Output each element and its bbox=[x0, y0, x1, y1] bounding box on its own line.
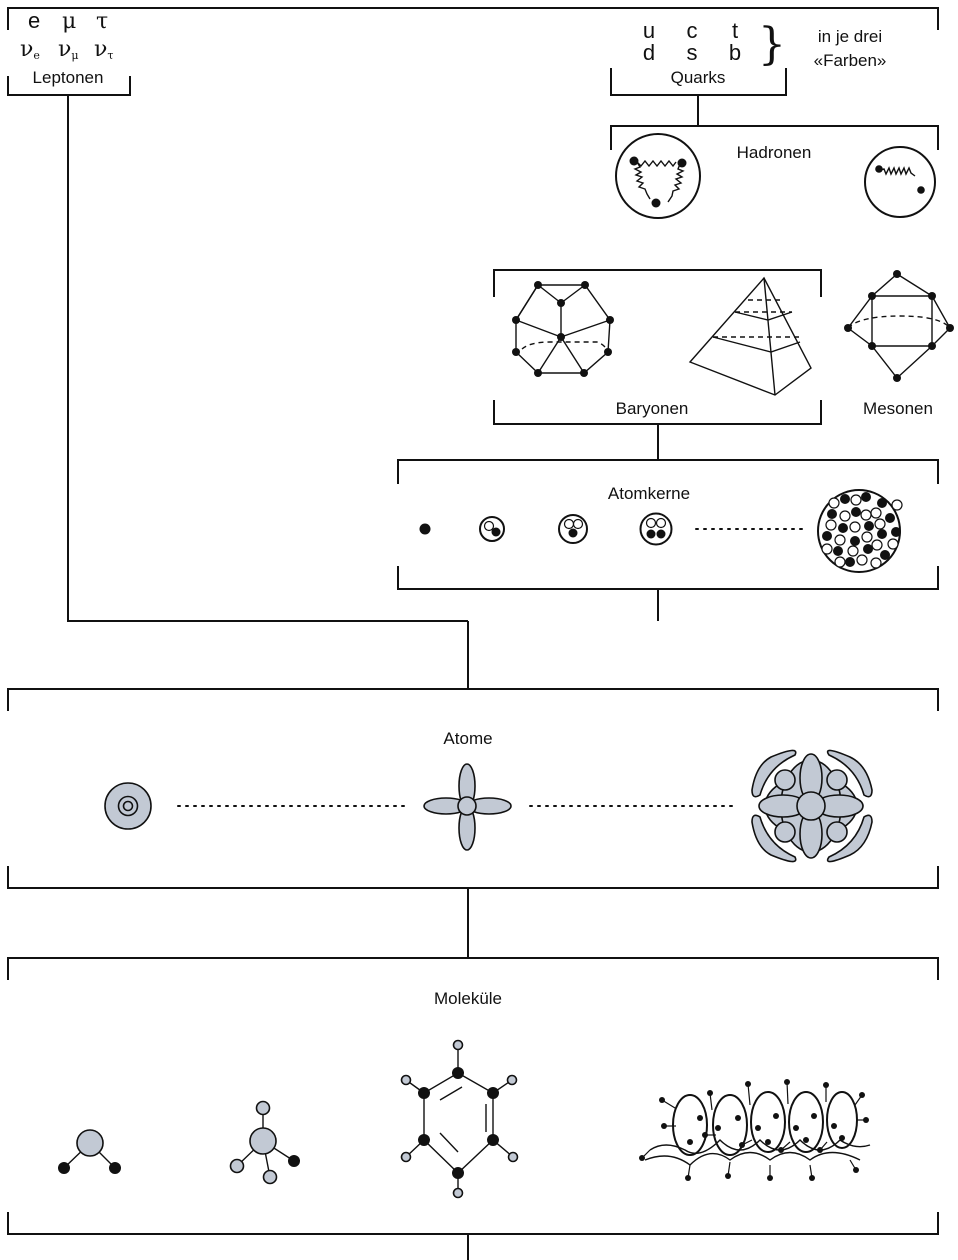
molecule-water-icon bbox=[58, 1129, 121, 1174]
molekuele-label: Moleküle bbox=[434, 989, 502, 1008]
atomkerne-group: Atomkerne bbox=[397, 459, 939, 621]
atomkerne-bracket-bottom bbox=[397, 566, 939, 590]
quarks-note-line2: «Farben» bbox=[814, 51, 887, 70]
nucleus-proton-icon bbox=[419, 523, 431, 535]
atom-complex-icon bbox=[751, 749, 873, 863]
mesonen-label: Mesonen bbox=[863, 399, 933, 418]
meson-icon bbox=[864, 146, 936, 218]
quarks-brace: } bbox=[758, 19, 786, 70]
nucleus-helium3-icon bbox=[558, 514, 588, 544]
baryon-icon bbox=[615, 133, 701, 219]
quark-d: d bbox=[643, 40, 655, 65]
nucleus-helium4-icon bbox=[639, 512, 673, 546]
hadronen-label: Hadronen bbox=[737, 143, 812, 162]
leptonen-connector bbox=[67, 95, 468, 622]
neutrino-mu: νμ bbox=[58, 37, 79, 62]
nucleus-heavy-icon bbox=[817, 489, 903, 573]
quark-s: s bbox=[687, 40, 698, 65]
baryonen-group: Baryonen bbox=[493, 269, 822, 460]
atome-group: Atome bbox=[7, 688, 939, 889]
molekuele-bracket-bottom bbox=[7, 1212, 939, 1235]
outer-frame bbox=[7, 7, 939, 30]
hadronen-bracket bbox=[610, 125, 939, 150]
quark-b: b bbox=[729, 40, 741, 65]
molecule-helix-icon bbox=[639, 1079, 871, 1181]
lepton-mu: μ bbox=[62, 9, 76, 34]
atome-bracket-bottom bbox=[7, 866, 939, 889]
molekuele-group: Moleküle bbox=[7, 957, 939, 1260]
baryon-multiplet-icon bbox=[512, 281, 614, 377]
neutrino-e: νe bbox=[20, 37, 40, 62]
baryon-pyramid-icon bbox=[688, 276, 812, 396]
atom-p-orbital-icon bbox=[423, 763, 512, 851]
atome-label: Atome bbox=[443, 729, 492, 748]
molecule-methane-icon bbox=[229, 1100, 300, 1185]
nucleus-deuteron-icon bbox=[479, 516, 505, 542]
atome-bracket-top bbox=[7, 688, 939, 711]
quark-u: u bbox=[643, 18, 655, 43]
leptonen-group: e μ τ νe νμ ντ Leptonen bbox=[7, 8, 468, 622]
hadronen-group: Hadronen bbox=[610, 125, 939, 219]
lepton-e: e bbox=[28, 8, 40, 33]
molekuele-bracket-top bbox=[7, 957, 939, 980]
atom-hydrogen-icon bbox=[104, 782, 152, 830]
atomkerne-bracket-top bbox=[397, 459, 939, 484]
neutrino-tau: ντ bbox=[94, 37, 113, 62]
quark-t: t bbox=[732, 18, 738, 43]
baryonen-bracket-top bbox=[493, 269, 822, 297]
mesonen-group: Mesonen bbox=[844, 270, 954, 418]
lepton-tau: τ bbox=[96, 9, 108, 34]
quarks-group: u c t d s b } in je drei «Farben» Quarks bbox=[610, 18, 887, 126]
molecule-benzene-icon bbox=[400, 1039, 519, 1199]
meson-multiplet-icon bbox=[844, 270, 954, 382]
quark-c: c bbox=[687, 18, 698, 43]
leptonen-label: Leptonen bbox=[33, 68, 104, 87]
atomkerne-label: Atomkerne bbox=[608, 484, 690, 503]
baryonen-label: Baryonen bbox=[616, 399, 689, 418]
quarks-note-line1: in je drei bbox=[818, 27, 882, 46]
quarks-label: Quarks bbox=[671, 68, 726, 87]
